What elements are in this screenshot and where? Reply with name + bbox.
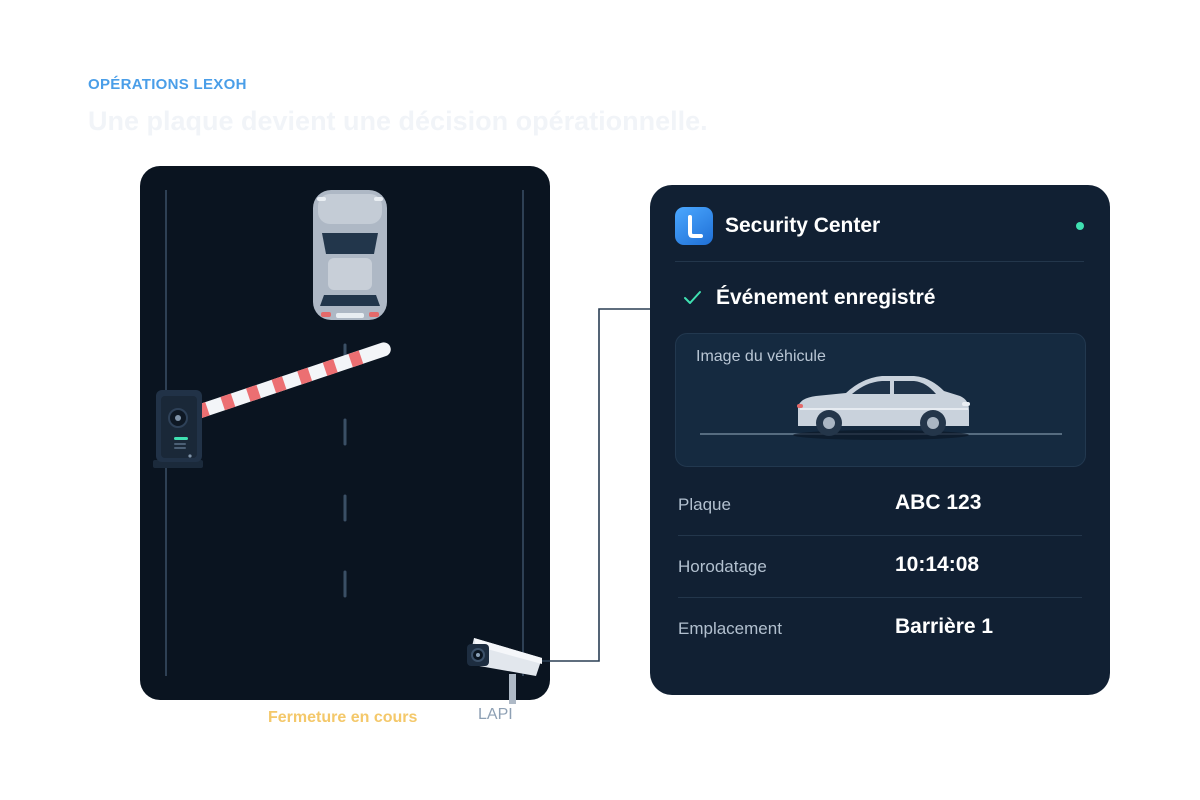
field-row-timestamp: Horodatage 10:14:08 <box>678 535 1082 598</box>
field-label: Horodatage <box>678 557 767 576</box>
vehicle-image-label: Image du véhicule <box>696 348 826 365</box>
field-row-location: Emplacement Barrière 1 <box>678 597 1082 659</box>
field-value: ABC 123 <box>895 491 982 514</box>
car-side-view <box>700 376 1062 440</box>
online-status-dot <box>1076 222 1084 230</box>
security-center-panel: Security Center Événement enregistré Ima… <box>650 185 1110 695</box>
lexoh-logo-icon <box>675 207 713 245</box>
field-label: Emplacement <box>678 619 782 638</box>
field-value: 10:14:08 <box>895 553 980 576</box>
field-label: Plaque <box>678 495 731 514</box>
camera-caption: LAPI <box>478 706 513 723</box>
vehicle-image-card[interactable]: Image du véhicule <box>675 333 1086 467</box>
car-top-view <box>313 190 387 320</box>
connector-line <box>542 308 650 662</box>
headline: Une plaque devient une décision opératio… <box>88 106 708 136</box>
eyebrow-label: OPÉRATIONS LEXOH <box>88 76 247 93</box>
barrier-caption: Fermeture en cours <box>268 709 418 726</box>
field-row-plate: Plaque ABC 123 <box>678 473 1082 536</box>
barrier-post <box>153 390 203 468</box>
panel-header: Security Center <box>675 207 1084 262</box>
app-title: Security Center <box>725 214 881 237</box>
lapi-camera-icon <box>467 638 542 704</box>
event-title: Événement enregistré <box>716 286 936 309</box>
field-value: Barrière 1 <box>895 615 994 638</box>
check-icon <box>684 291 701 304</box>
